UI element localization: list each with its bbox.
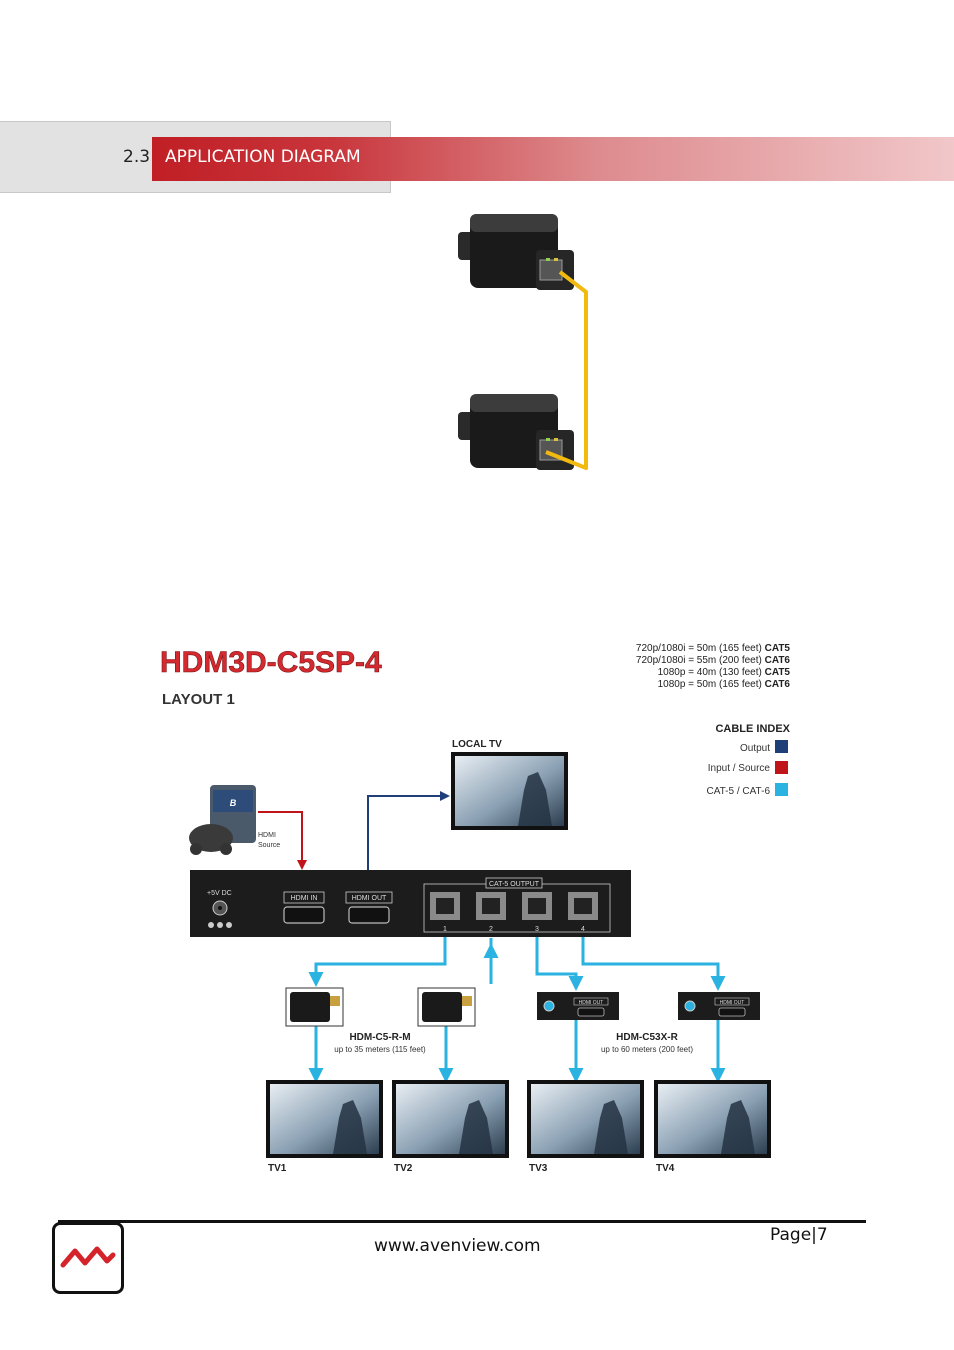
hdmi-in-port [283,906,325,924]
cable-index-output-swatch [775,740,788,753]
tv-label: TV3 [529,1163,548,1174]
port-number: 3 [535,926,539,933]
port-number: 1 [443,926,447,933]
rj45-port-3 [522,892,552,920]
port-number: 4 [581,926,585,933]
receiver-dongle-2 [417,987,476,1027]
receiver-model-label: HDM-C53X-R [616,1032,678,1043]
tv-3 [527,1080,644,1158]
hdmi-out-label: HDMI OUT [352,895,387,902]
local-tv-label: LOCAL TV [452,739,502,750]
layout-label: LAYOUT 1 [162,691,235,708]
footer-rule [58,1220,866,1223]
output-cable [367,791,450,870]
section-title: APPLICATION DIAGRAM [165,147,361,167]
port-number: 2 [489,926,493,933]
rj45-port-4 [568,892,598,920]
spec-line: 1080p = 50m (165 feet) CAT6 [658,679,791,690]
cable-index-cat-swatch [775,783,788,796]
hdmi-source-label: HDMI [258,832,276,839]
receiver-range-label: up to 35 meters (115 feet) [334,1045,426,1054]
receiver-box-3: HDMI OUT [537,992,619,1020]
spec-line: 720p/1080i = 50m (165 feet) CAT5 [636,643,791,654]
page-number: Page|7 [770,1225,828,1245]
tv-4 [654,1080,771,1158]
receiver-dongle-1 [285,987,344,1027]
tv-label: TV2 [394,1163,413,1174]
footer-url: www.avenview.com [374,1236,541,1256]
tv-label: TV4 [656,1163,675,1174]
cat5-output-label: CAT-5 OUTPUT [489,881,540,888]
hdmi-source-icon: B [189,785,256,855]
rj45-port-1 [430,892,460,920]
section-header-bar [152,137,954,181]
input-cable [258,811,307,870]
hdmi-out-port [348,906,390,924]
cable-index-cat-label: CAT-5 / CAT-6 [706,786,770,797]
spec-list: 720p/1080i = 50m (165 feet) CAT5 720p/10… [636,643,791,690]
cable-index-input-swatch [775,761,788,774]
receiver-port-label: HDMI OUT [579,1000,604,1006]
spec-line: 1080p = 40m (130 feet) CAT5 [658,667,791,678]
cable-index-output-label: Output [740,743,770,754]
cat-cables [308,937,726,1083]
hdmi-in-label: HDMI IN [291,895,318,902]
receiver-port-label: HDMI OUT [720,1000,745,1006]
tv-label: TV1 [268,1163,287,1174]
logo-mark-icon [60,1246,116,1268]
section-number: 2.3 [123,147,151,167]
tv-2 [392,1080,509,1158]
splitter-unit: +5V DC HDMI IN HDMI OUT CAT-5 OUTPUT 1 2… [190,870,631,937]
receiver-box-4: HDMI OUT [678,992,760,1020]
spec-line: 720p/1080i = 55m (200 feet) CAT6 [636,655,791,666]
local-tv [451,752,568,830]
avenview-logo [52,1222,124,1294]
hdmi-source-label: Source [258,842,280,849]
cable-index-title: CABLE INDEX [715,723,790,735]
tv-1 [266,1080,383,1158]
receiver-range-label: up to 60 meters (200 feet) [601,1045,693,1054]
diagram-title: HDM3D-C5SP-4 [160,646,382,679]
cable-index-input-label: Input / Source [708,763,771,774]
receiver-model-label: HDM-C5-R-M [349,1032,410,1043]
rj45-port-2 [476,892,506,920]
svg-text:B: B [230,798,237,808]
power-label: +5V DC [207,890,232,897]
